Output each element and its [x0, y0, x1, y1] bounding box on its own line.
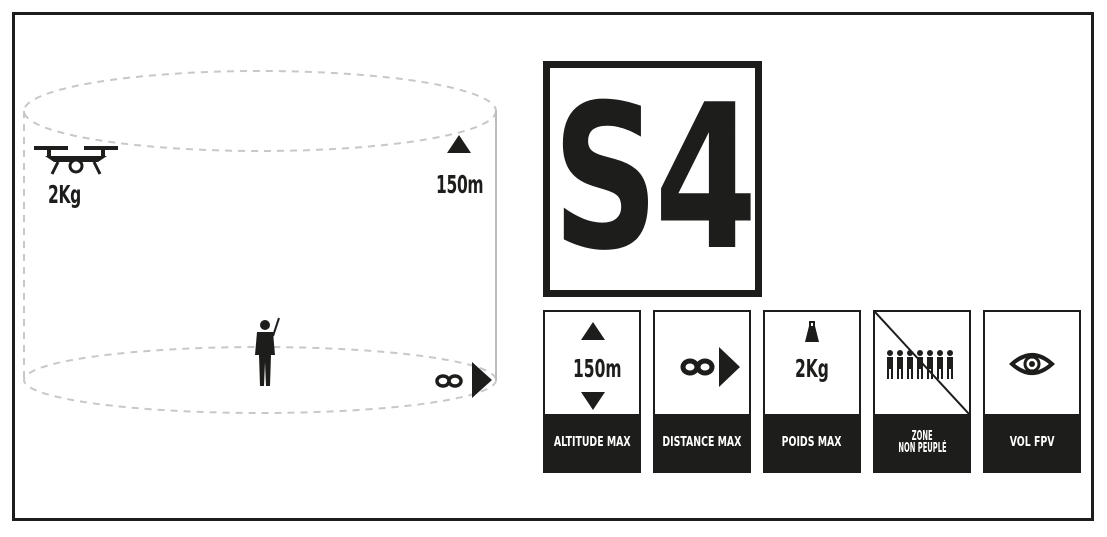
flight-cylinder-illustration — [23, 70, 497, 414]
altitude-arrows-icon — [581, 322, 605, 410]
infinity-arrow-icon — [680, 347, 740, 387]
drone-icon — [34, 146, 118, 175]
tile-fpv-caption-bar: VOL FPV — [985, 414, 1079, 471]
eye-icon — [1009, 353, 1055, 375]
drone-weight-label: 2Kg — [48, 180, 81, 209]
tile-zone-caption-bar: ZONE NON PEUPLÉ — [875, 414, 969, 471]
tile-weight-caption: POIDS MAX — [782, 434, 842, 450]
crossed-out-people-icon — [875, 312, 969, 414]
category-badge: S4 — [543, 61, 762, 297]
tile-fpv-flight: VOL FPV — [983, 310, 1081, 473]
tile-distance-max: DISTANCE MAX — [653, 310, 751, 473]
cylinder-top-ellipse — [23, 70, 497, 152]
tile-fpv-caption: VOL FPV — [1009, 434, 1055, 450]
tile-altitude-caption: ALTITUDE MAX — [553, 434, 631, 450]
tile-weight-value: 2Kg — [795, 354, 829, 383]
altitude-up-arrow-icon — [447, 135, 471, 153]
tile-zone-caption-line1: ZONE — [911, 428, 933, 444]
tile-weight-caption-bar: POIDS MAX — [765, 414, 859, 471]
pilot-person-icon — [255, 317, 280, 386]
altitude-label: 150m — [436, 170, 484, 199]
tile-distance-caption-bar: DISTANCE MAX — [655, 414, 749, 471]
tile-altitude-value: 150m — [573, 354, 622, 383]
infinite-distance-icon — [435, 362, 492, 398]
diagram-frame — [12, 12, 1094, 521]
tile-weight-max: 2Kg POIDS MAX — [763, 310, 861, 473]
weight-icon — [805, 321, 819, 342]
category-code: S4 — [552, 62, 755, 295]
tile-distance-caption: DISTANCE MAX — [662, 434, 742, 450]
tile-altitude-caption-bar: ALTITUDE MAX — [545, 414, 639, 471]
tile-altitude-max: 150m ALTITUDE MAX — [543, 310, 641, 473]
tile-zone-caption-line2: NON PEUPLÉ — [897, 440, 947, 456]
tile-unpopulated-zone: ZONE NON PEUPLÉ — [873, 310, 971, 473]
tile-zone-caption: ZONE NON PEUPLÉ — [889, 428, 956, 456]
